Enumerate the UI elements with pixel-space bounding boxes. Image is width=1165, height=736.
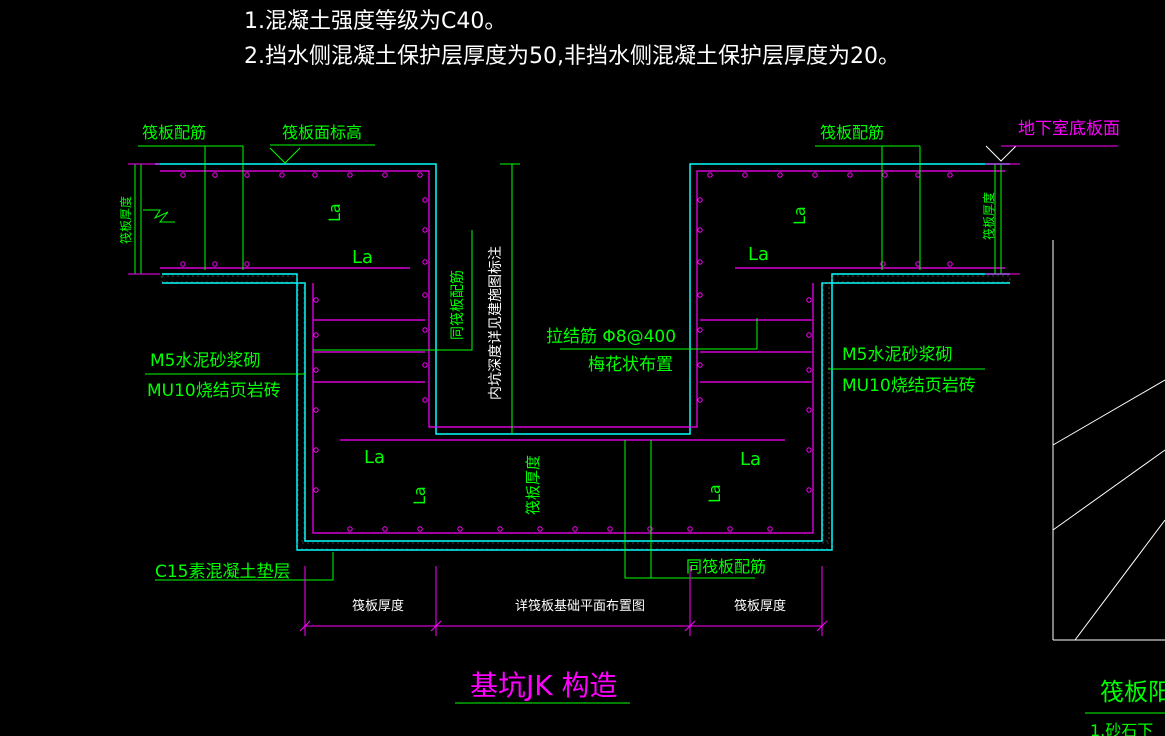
drawing-title: 基坑JK 构造: [470, 669, 618, 702]
label-raft-thickness-right: 筏板厚度: [981, 192, 996, 240]
leader-lines: [134, 144, 1002, 581]
dim-label-left: 筏板厚度: [352, 598, 404, 614]
rebar-lines: [160, 170, 1005, 534]
label-la-3: La: [364, 447, 385, 468]
label-same-raft-rebar-vertical: 同筏板配筋: [449, 270, 466, 340]
elevation-marker-right: [985, 145, 1017, 162]
label-raft-rebar-right: 筏板配筋: [820, 123, 884, 142]
label-tie-bar-layout: 梅花状布置: [588, 355, 673, 375]
partial-subtitle: 1.砂石下: [1090, 721, 1153, 736]
label-tie-bar-spec: 拉结筋 Φ8@400: [546, 327, 676, 347]
label-brick-left: MU10烧结页岩砖: [147, 381, 281, 401]
label-raft-thickness-left: 筏板厚度: [118, 196, 133, 244]
label-cushion: C15素混凝土垫层: [155, 562, 291, 582]
dim-label-center: 详筏板基础平面布置图: [515, 598, 645, 614]
label-brick-right: MU10烧结页岩砖: [842, 376, 976, 396]
label-la-vertical-3: La: [410, 486, 429, 505]
label-raft-rebar-left: 筏板配筋: [142, 123, 206, 142]
label-mortar-left: M5水泥砂浆砌: [150, 351, 260, 371]
concrete-outline: [155, 163, 1010, 551]
dimension-lines: [128, 163, 1020, 636]
dim-label-right: 筏板厚度: [734, 598, 786, 614]
label-la-vertical-1: La: [325, 203, 344, 222]
label-la-2: La: [748, 244, 769, 265]
label-inner-pit-depth: 内坑深度详见建施图标注: [488, 246, 504, 400]
label-same-raft-rebar-bottom: 同筏板配筋: [686, 557, 766, 576]
note-2: 2.挡水侧混凝土保护层厚度为50,非挡水侧混凝土保护层厚度为20。: [244, 44, 900, 69]
elevation-marker-left: [269, 147, 301, 164]
label-la-1: La: [352, 247, 373, 268]
label-la-vertical-4: La: [705, 484, 724, 503]
cushion-hatch: [161, 275, 1011, 550]
label-la-4: La: [740, 449, 761, 470]
partial-title: 筏板阳: [1100, 678, 1165, 706]
partial-view-right: [1052, 240, 1165, 641]
label-basement-floor: 地下室底板面: [1018, 119, 1120, 139]
label-la-vertical-2: La: [790, 206, 809, 225]
note-1: 1.混凝土强度等级为C40。: [244, 9, 506, 34]
label-mortar-right: M5水泥砂浆砌: [842, 345, 952, 365]
label-raft-thickness-center: 筏板厚度: [524, 455, 542, 515]
label-raft-top-elevation: 筏板面标高: [282, 123, 362, 142]
